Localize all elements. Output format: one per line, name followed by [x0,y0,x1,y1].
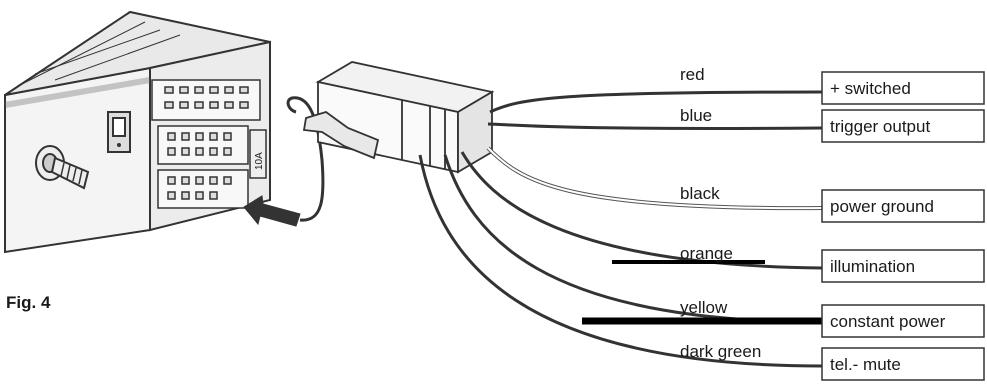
terminal-box [821,109,985,143]
terminal-blue: trigger output [821,109,985,143]
wire-label-blue: blue [680,106,712,125]
terminal-label: constant power [830,312,946,331]
wire-label-black: black [680,184,720,203]
terminals-layer: + switched trigger output power ground illu… [821,71,985,381]
wire-red [489,90,823,114]
terminal-label: tel.- mute [830,355,901,374]
wire-label-red: red [680,65,705,84]
terminal-label: + switched [830,79,911,98]
fuse-rating-label: 10A [254,152,265,170]
terminal-red: + switched [821,71,985,105]
wire-yellow [443,154,823,324]
adapter-plug [302,61,495,174]
terminal-orange: illumination [821,249,985,283]
wire-label-yellow: yellow [680,298,728,317]
wire-label-dark-green: dark green [680,342,761,361]
wires-layer: red blue black orange yellow dark green [418,65,828,368]
terminal-label: power ground [830,197,934,216]
fuse-icon: 10A [249,129,267,179]
wire-dark-green [418,154,823,368]
terminal-box [821,249,985,283]
wire-black-outline [486,146,823,211]
terminal-black: power ground [821,189,985,223]
terminal-box [821,189,985,223]
terminal-yellow: constant power [821,304,985,338]
terminal-label: illumination [830,257,915,276]
terminal-box [821,71,985,105]
terminal-dark-green: tel.- mute [821,347,985,381]
wire-blue [487,122,823,130]
terminal-box [821,304,985,338]
wire-label-orange: orange [680,244,733,263]
insert-arrow-icon [243,195,301,227]
wire-black [487,147,823,210]
terminal-box [821,347,985,381]
terminal-label: trigger output [830,117,930,136]
volume-knob-icon [35,145,90,190]
iso-socket [151,79,261,209]
figure-caption: Fig. 4 [6,293,51,312]
